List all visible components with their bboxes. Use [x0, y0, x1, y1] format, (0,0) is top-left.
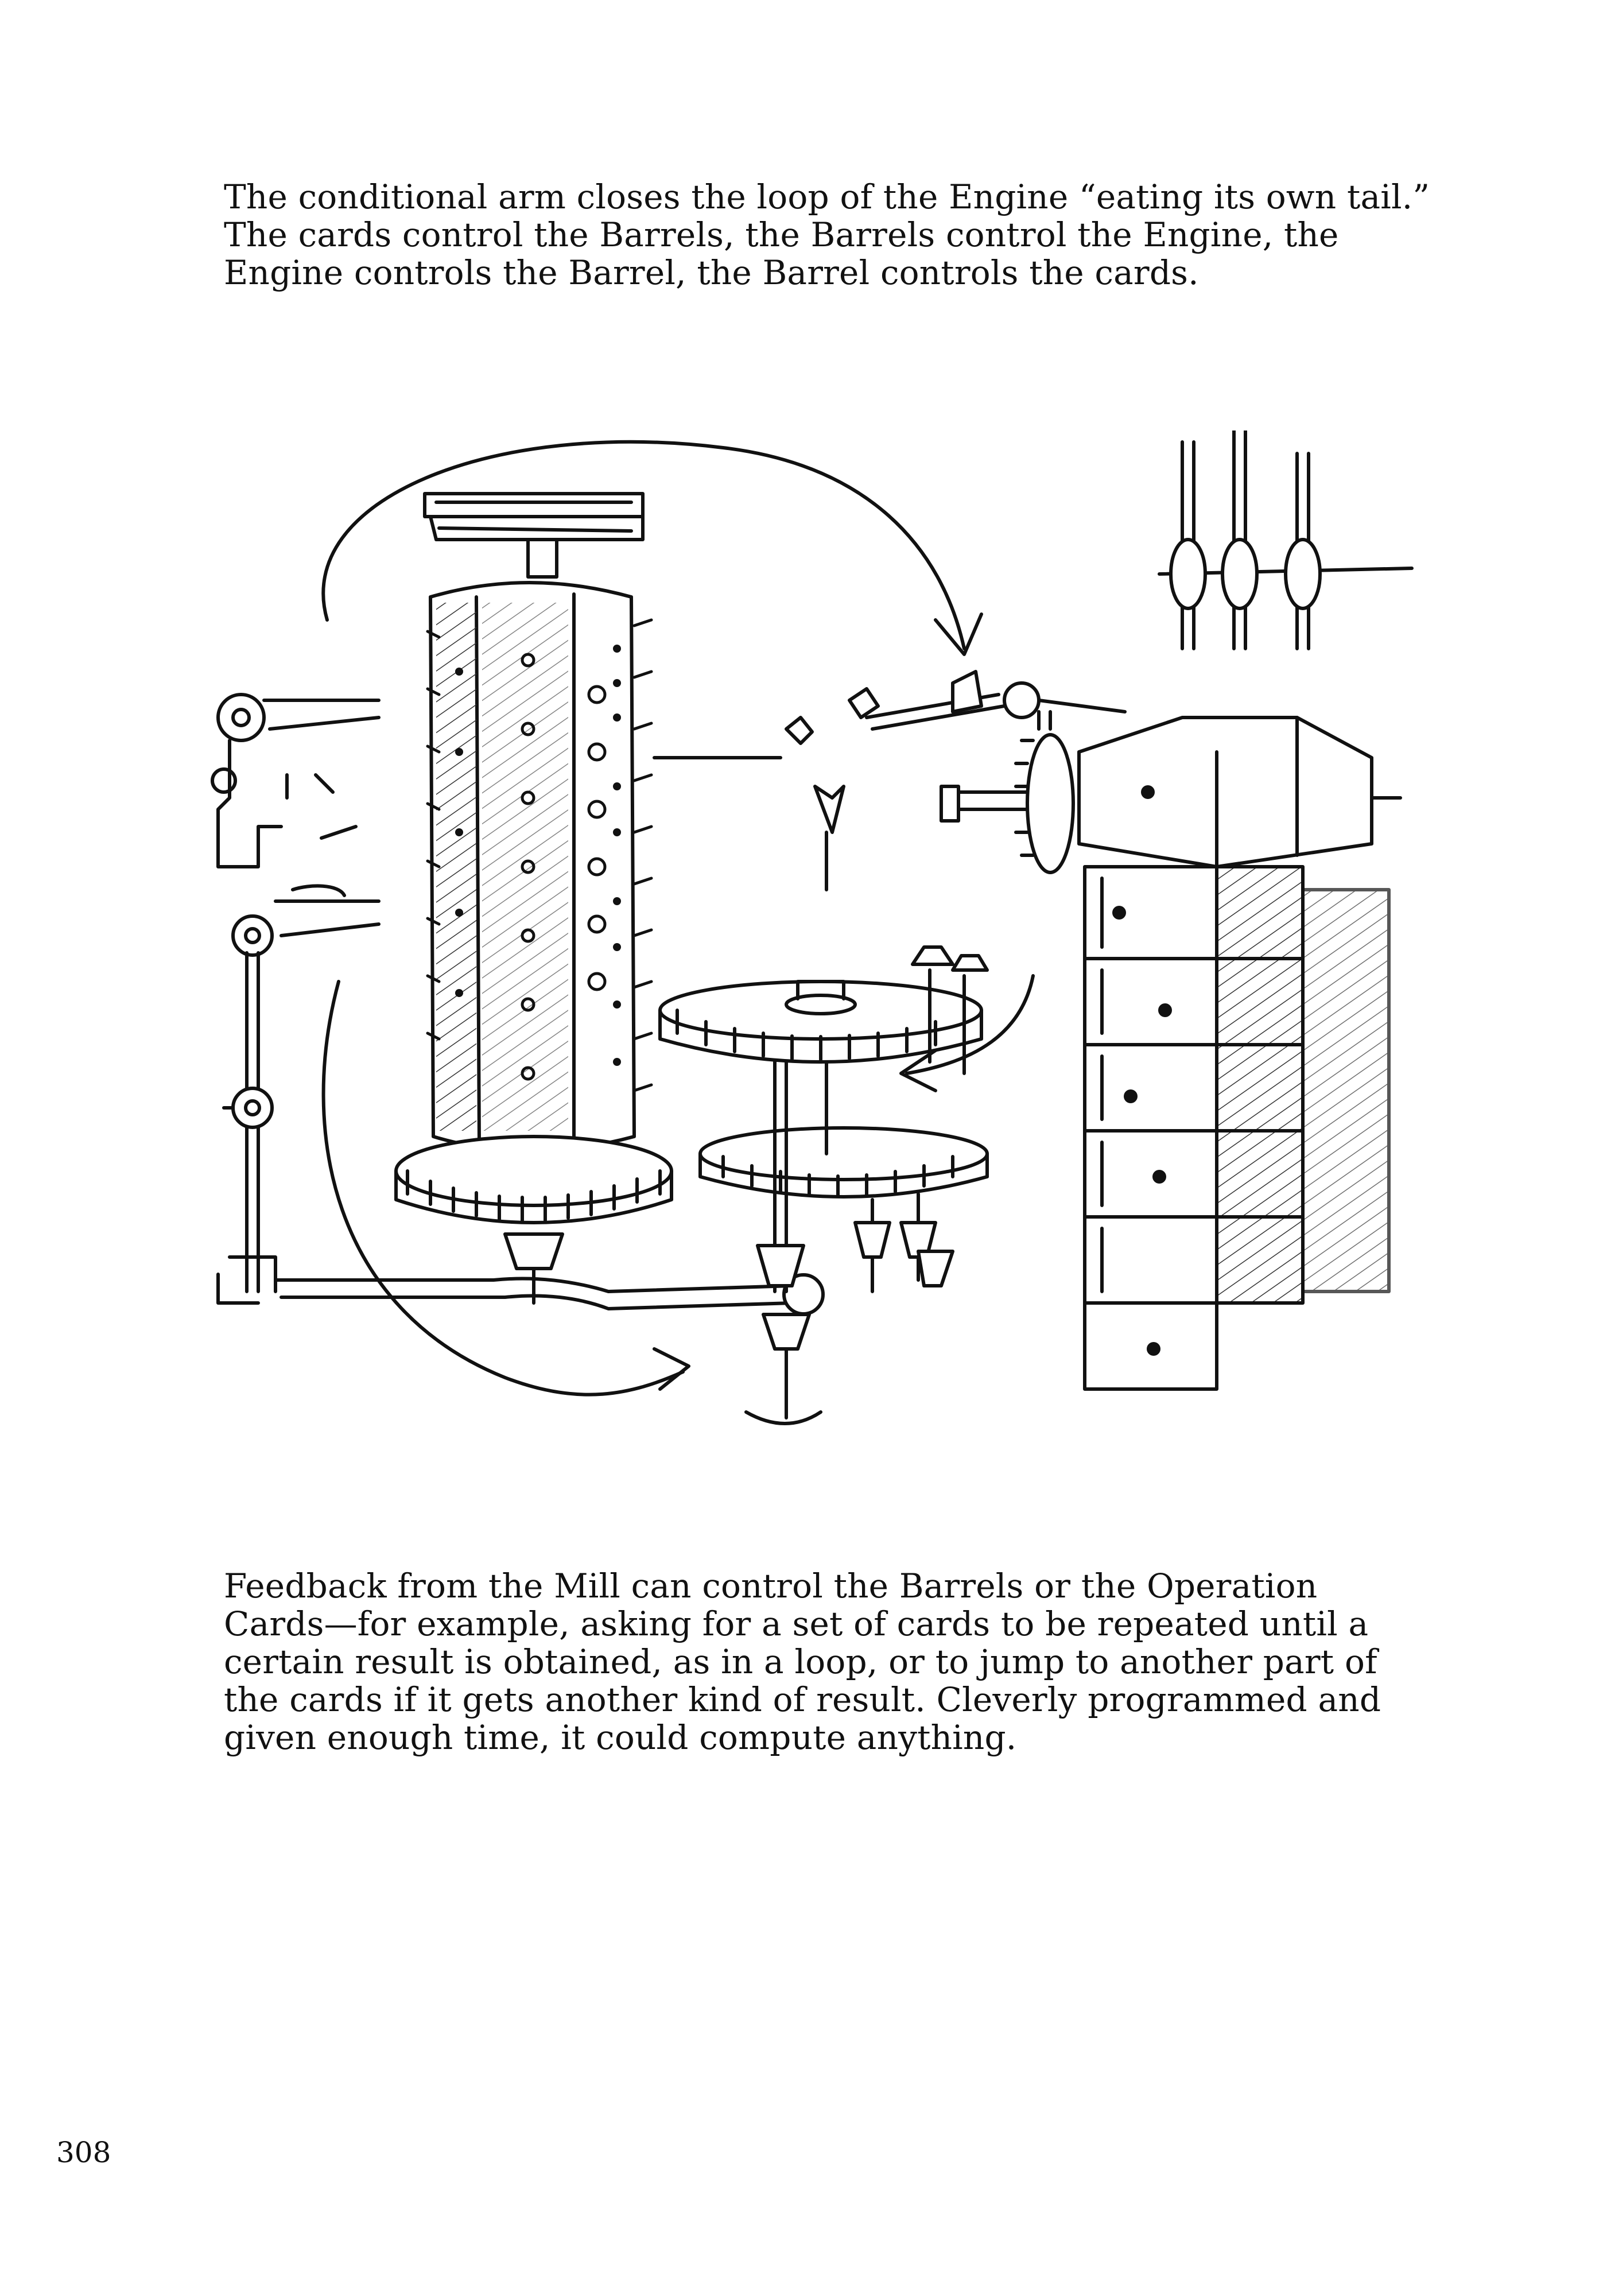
caption-bottom-line: given enough time, it could compute anyt…	[224, 1718, 1017, 1757]
feedback-arrow-mill	[905, 974, 1035, 1075]
control-barrel	[426, 581, 653, 1153]
caption-bottom: Feedback from the Mill can control the B…	[224, 1567, 1381, 1756]
feedback-arrow-top	[321, 440, 966, 650]
caption-top-line: Engine controls the Barrel, the Barrel c…	[224, 253, 1199, 292]
caption-bottom-line: Cards—for example, asking for a set of c…	[224, 1604, 1369, 1643]
caption-top-line: The cards control the Barrels, the Barre…	[224, 215, 1339, 254]
top-rail	[423, 492, 645, 579]
barrel-base-gear	[394, 1135, 673, 1305]
caption-bottom-line: certain result is obtained, as in a loop…	[224, 1642, 1377, 1681]
upper-column-rods	[1158, 430, 1414, 650]
mill-gear-stack	[658, 945, 989, 1425]
caption-top-line: The conditional arm closes the loop of t…	[224, 177, 1430, 216]
analytical-engine-feedback-illustration	[211, 430, 1414, 1425]
bevel-gears-upper	[785, 670, 1127, 891]
page-number: 308	[56, 2136, 111, 2169]
feedback-arrow-bottom	[321, 980, 685, 1397]
caption-bottom-line: the cards if it gets another kind of res…	[224, 1680, 1381, 1719]
mill-columns	[940, 710, 1402, 1391]
caption-bottom-line: Feedback from the Mill can control the B…	[224, 1566, 1318, 1605]
caption-top: The conditional arm closes the loop of t…	[224, 178, 1430, 292]
